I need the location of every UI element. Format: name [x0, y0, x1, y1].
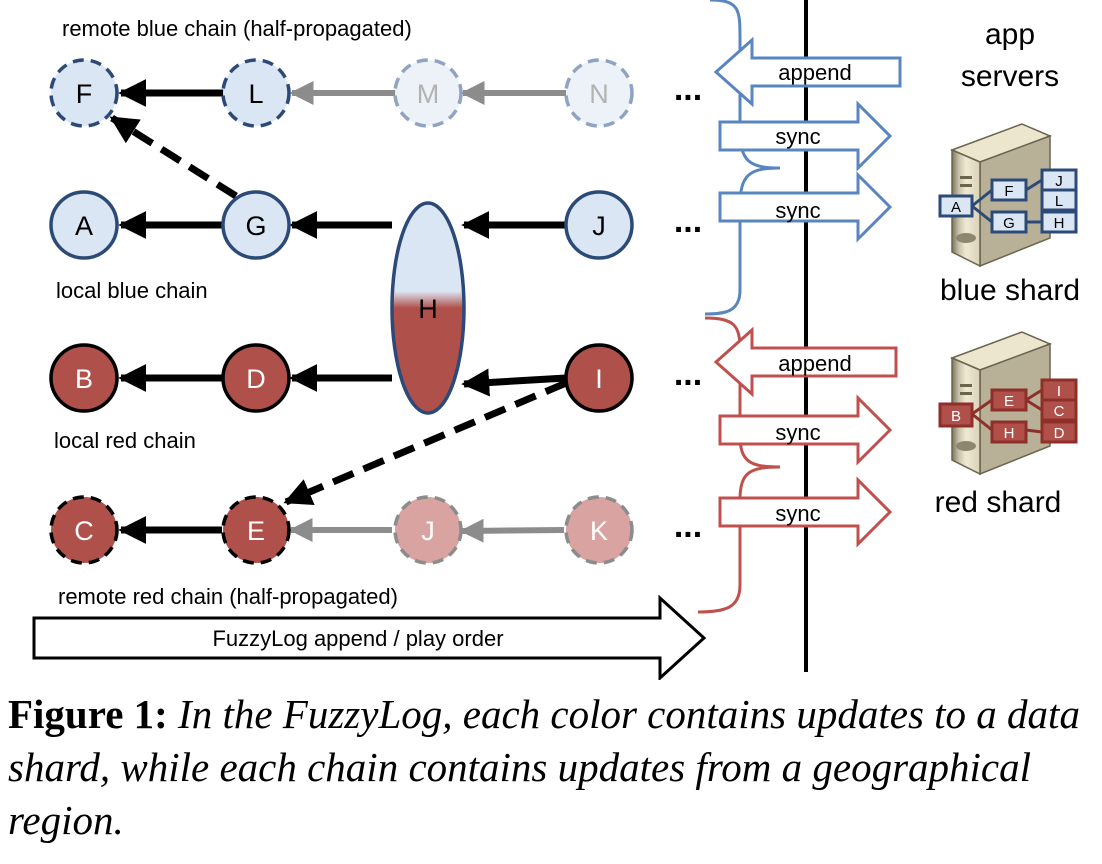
edge-k-to-j2 — [459, 518, 565, 543]
red-append-arrow: append — [713, 326, 898, 398]
node-d: D — [221, 343, 291, 413]
node-f: F — [49, 58, 119, 128]
node-b-label: B — [75, 364, 93, 394]
node-i: I — [564, 343, 634, 413]
blue-sync-arrow-1: sync — [718, 100, 893, 172]
ellipsis-row2: ... — [674, 202, 702, 240]
red-log-box-d-label: D — [1054, 425, 1065, 442]
red-log-box-i-label: I — [1057, 383, 1061, 400]
fuzzylog-diagram: remote blue chain (half-propagated) loca… — [32, 0, 1080, 680]
node-h: H — [390, 201, 466, 415]
node-c-label: C — [74, 516, 94, 546]
blue-brace — [704, 0, 781, 316]
node-k-label: K — [590, 516, 608, 546]
app-servers-label-line1: app — [985, 18, 1035, 51]
blue-log-box-g-label: G — [1003, 215, 1015, 232]
local-blue-chain-label: local blue chain — [56, 278, 208, 303]
node-j-label: J — [592, 211, 606, 241]
blue-sync-arrow-2: sync — [718, 171, 893, 243]
blue-log-box-j-label: J — [1055, 173, 1063, 190]
node-e: E — [221, 495, 291, 565]
red-log-box-d — [1040, 420, 1078, 444]
blue-log-box-l-label: L — [1055, 193, 1063, 210]
node-l: L — [221, 58, 291, 128]
red-sync-arrow-1: sync — [718, 394, 893, 466]
node-c: C — [49, 495, 119, 565]
blue-log-box-f-label: F — [1004, 183, 1013, 200]
node-n-label: N — [589, 79, 609, 109]
remote-blue-chain-label: remote blue chain (half-propagated) — [62, 16, 412, 41]
blue-log-box-a-label: A — [951, 199, 961, 216]
play-order-arrow: FuzzyLog append / play order — [32, 594, 707, 680]
red-log-box-h-label: H — [1004, 425, 1015, 442]
red-shard-log: B E H I C D — [938, 378, 1078, 444]
node-m: M — [393, 58, 463, 128]
red-log-box-b — [938, 402, 974, 428]
node-j2: J — [393, 495, 463, 565]
blue-log-box-a — [938, 194, 974, 218]
blue-log-box-l — [1040, 188, 1078, 212]
node-h-label: H — [418, 294, 438, 324]
node-n: N — [564, 58, 634, 128]
blue-shard-log: A F G J L H — [938, 168, 1078, 234]
blue-sync-label-2: sync — [775, 198, 820, 223]
ellipsis-row3: ... — [674, 355, 702, 393]
red-log-box-h — [990, 420, 1028, 444]
blue-sync-label-1: sync — [775, 124, 820, 149]
edge-i-to-e-dashed — [283, 379, 568, 506]
node-m-label: M — [417, 79, 440, 109]
figure-caption: Figure 1: In the FuzzyLog, each color co… — [8, 688, 1094, 847]
node-a-label: A — [75, 211, 93, 241]
blue-log-box-h-label: H — [1054, 215, 1065, 232]
node-g: G — [221, 190, 291, 260]
red-log-box-c — [1040, 398, 1078, 422]
node-b: B — [49, 343, 119, 413]
local-red-chain-label: local red chain — [54, 428, 196, 453]
remote-red-chain-label: remote red chain (half-propagated) — [58, 584, 398, 609]
app-servers-label-line2: servers — [961, 60, 1059, 93]
blue-append-label: append — [778, 60, 851, 85]
node-k: K — [564, 495, 634, 565]
node-f-label: F — [76, 79, 93, 109]
red-log-box-e-label: E — [1004, 393, 1014, 410]
red-log-box-e — [990, 388, 1028, 412]
edge-g-to-f-dashed — [109, 115, 238, 199]
red-sync-arrow-2: sync — [718, 476, 893, 548]
red-append-label: append — [778, 351, 851, 376]
ellipsis-row4: ... — [674, 507, 702, 545]
blue-append-arrow: append — [713, 36, 902, 108]
red-shard-label: red shard — [935, 486, 1062, 519]
red-log-box-b-label: B — [951, 408, 961, 425]
node-i-label: I — [595, 364, 603, 394]
blue-log-box-h — [1040, 210, 1078, 234]
red-sync-label-1: sync — [775, 420, 820, 445]
play-order-label: FuzzyLog append / play order — [212, 626, 503, 651]
caption-text: In the FuzzyLog, each color contains upd… — [8, 691, 1080, 843]
blue-log-box-g — [990, 210, 1028, 234]
red-log-box-c-label: C — [1054, 403, 1065, 420]
red-sync-label-2: sync — [775, 501, 820, 526]
node-j: J — [564, 190, 634, 260]
blue-shard-label: blue shard — [940, 274, 1080, 307]
node-j2-label: J — [421, 516, 435, 546]
edge-i-to-h — [461, 368, 567, 397]
blue-log-box-f — [990, 178, 1028, 202]
node-g-label: G — [245, 211, 266, 241]
node-l-label: L — [248, 79, 263, 109]
node-d-label: D — [246, 364, 266, 394]
ellipsis-row1: ... — [674, 70, 702, 108]
node-a: A — [49, 190, 119, 260]
node-e-label: E — [247, 516, 265, 546]
caption-label: Figure 1: — [8, 691, 168, 737]
red-brace — [697, 316, 781, 614]
